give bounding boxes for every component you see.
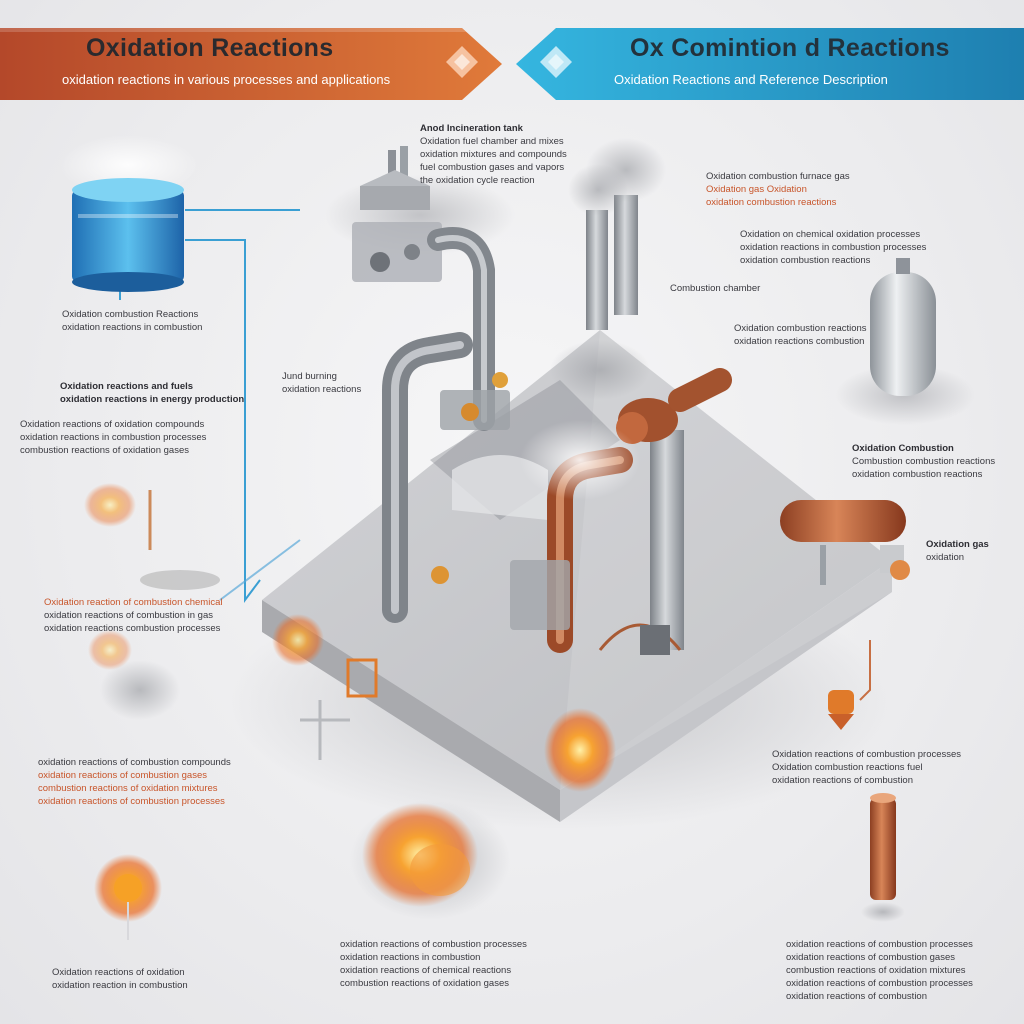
label-right-3: Oxidation combustion reactions oxidation… [734, 323, 867, 347]
platform [230, 330, 892, 830]
label-top-right: Oxidation combustion furnace gas Oxidati… [706, 171, 850, 208]
flame-icon [84, 483, 616, 792]
label-top-center: Anod Incineration tank Oxidation fuel ch… [420, 123, 567, 186]
subtitle-right: Oxidation Reactions and Reference Descri… [614, 72, 888, 87]
diamond-icon [446, 46, 478, 78]
label-right-2: Combustion chamber [670, 283, 761, 294]
explosion-icon [350, 800, 510, 920]
label-left-4: Oxidation reaction of combustion chemica… [44, 597, 223, 634]
sun-icon [94, 854, 162, 940]
label-left-2: Oxidation reactions and fuels oxidation … [60, 381, 245, 405]
label-right-6: Oxidation reactions of combustion proces… [772, 749, 962, 786]
subtitle-left: oxidation reactions in various processes… [62, 72, 391, 87]
label-bottom-left: Oxidation reactions of oxidation oxidati… [52, 967, 188, 991]
small-equipment [100, 490, 378, 760]
banner-right [516, 28, 1024, 100]
valve-icon [828, 640, 871, 730]
label-right-5: Oxidation gas oxidation [926, 539, 989, 563]
label-center-left: Jund burning oxidation reactions [282, 371, 362, 395]
smokestack-icon [568, 138, 666, 330]
title-right: Ox Comintion d Reactions [630, 34, 950, 62]
label-right-1: Oxidation on chemical oxidation processe… [740, 229, 927, 266]
tube-icon [861, 793, 905, 922]
machinery [431, 372, 682, 655]
label-bottom-right: oxidation reactions of combustion proces… [786, 939, 973, 1002]
label-bottom-center: oxidation reactions of combustion proces… [340, 939, 527, 989]
label-right-4: Oxidation Combustion Combustion combusti… [852, 443, 996, 480]
water-tank-icon [58, 135, 198, 292]
label-left-1: Oxidation combustion Reactions oxidation… [62, 309, 203, 333]
gas-cylinder-icon [835, 258, 975, 425]
title-left: Oxidation Reactions [86, 34, 334, 62]
pipe-icon [382, 227, 495, 623]
label-left-3: Oxidation reactions of oxidation compoun… [20, 419, 207, 456]
diamond-icon-right [540, 46, 572, 78]
label-left-5: oxidation reactions of combustion compou… [38, 757, 231, 807]
horizontal-tank-icon [780, 500, 910, 585]
banner-left [0, 28, 502, 100]
